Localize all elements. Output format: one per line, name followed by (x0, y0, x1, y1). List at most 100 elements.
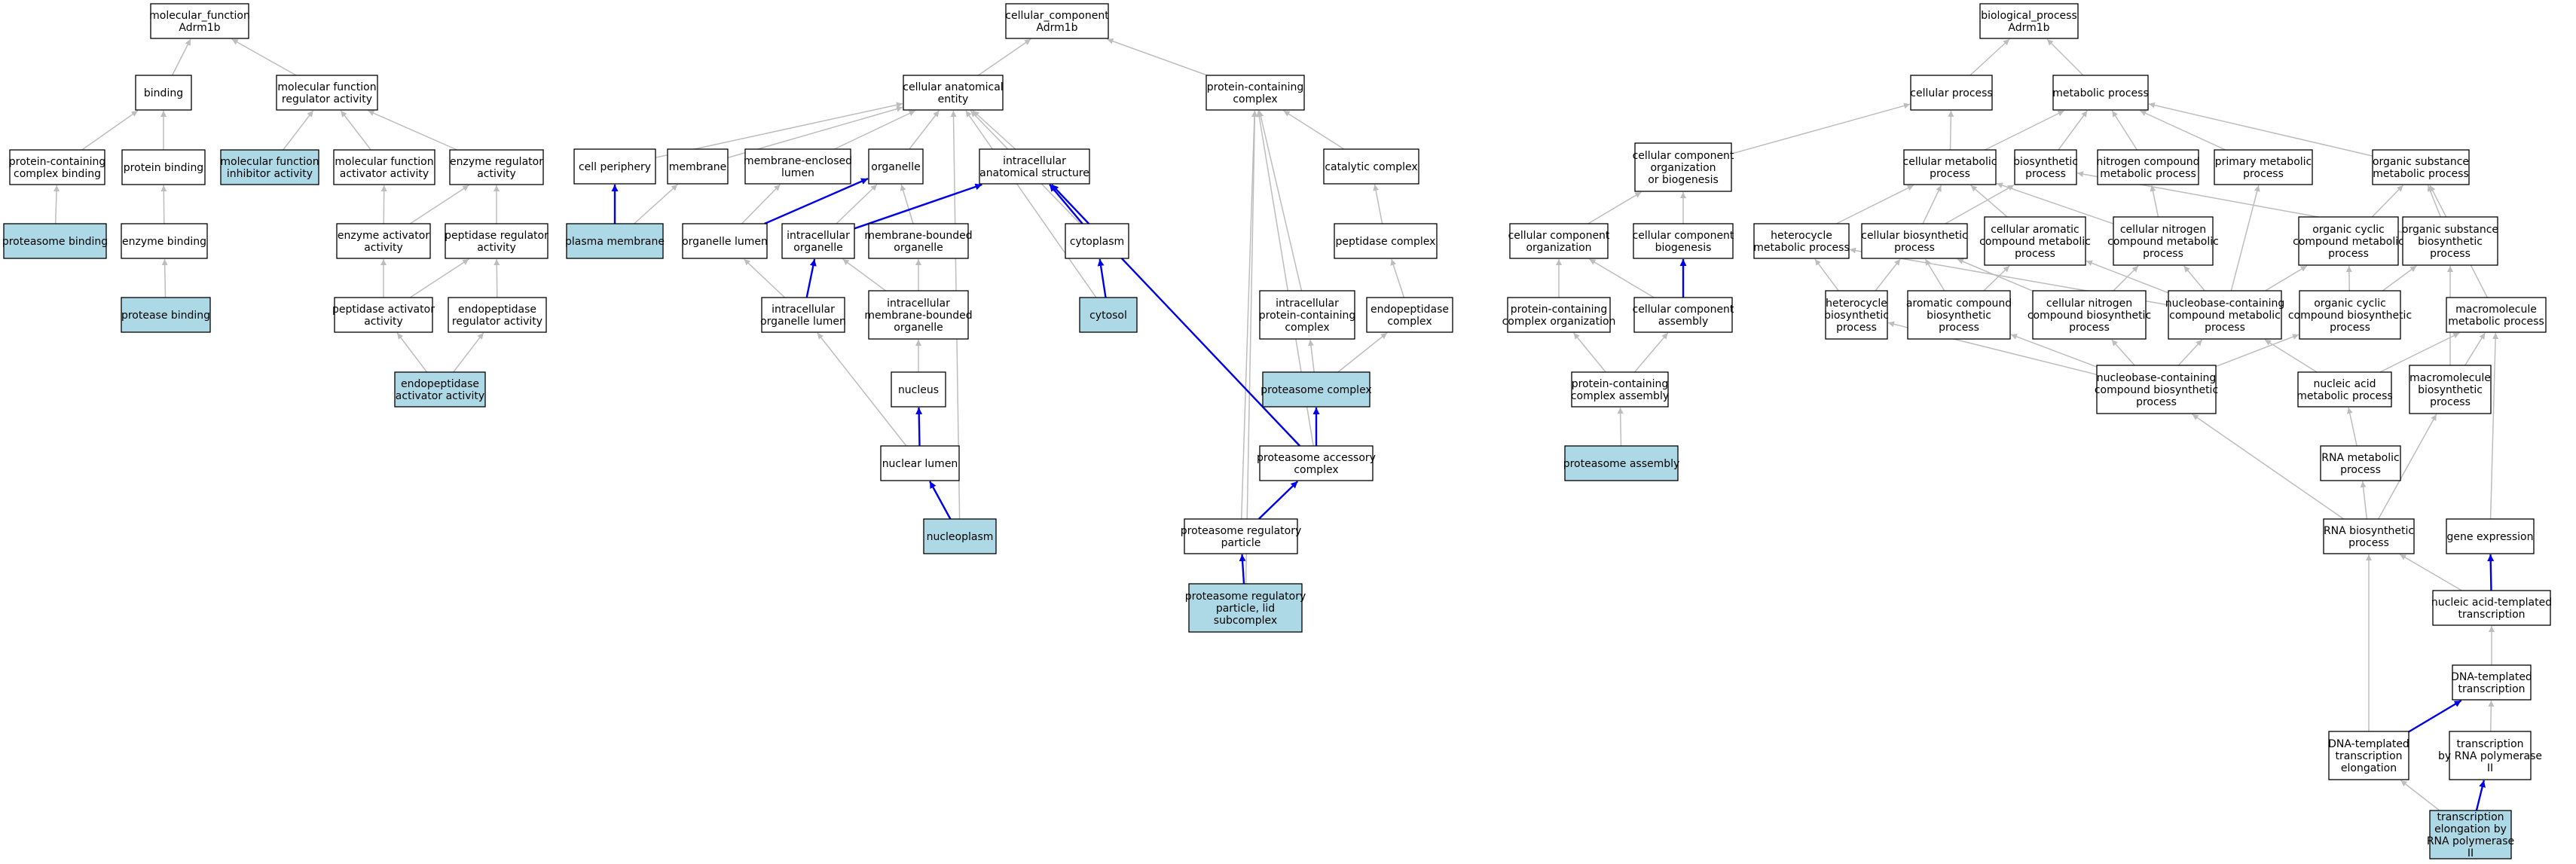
term-box (868, 223, 969, 259)
term-box (1366, 297, 1453, 333)
term-node-proteasome-complex[interactable]: proteasome complex (1260, 371, 1372, 408)
term-box (1861, 223, 1968, 259)
term-node-proteasome-binding[interactable]: proteasome binding (2, 223, 108, 259)
edge-cc_org-to-cc_org_bio (1587, 191, 1642, 224)
term-node-binding[interactable]: binding (135, 75, 192, 111)
edge-endopept_activ-to-endopept_reg (453, 332, 484, 373)
term-box (220, 149, 319, 185)
term-label-line: RNA polymerase (2427, 835, 2514, 847)
edge-org_sub_bios-to-org_sub_met (2427, 185, 2441, 218)
term-label-line: peptidase activator (332, 304, 435, 316)
edge-nucleobase_met-to-cell_nit_met (2183, 265, 2205, 292)
term-node-peptidase-complex[interactable]: peptidase complex (1334, 223, 1438, 259)
term-node-nucleoplasm[interactable]: nucleoplasm (923, 518, 997, 554)
term-node-catalytic-complex[interactable]: catalytic complex (1323, 148, 1419, 185)
term-node-protein-binding[interactable]: protein binding (121, 149, 206, 185)
term-label-line: nucleobase-containing (2165, 298, 2285, 310)
term-node-cellular-process[interactable]: cellular process (1910, 75, 1993, 111)
term-node-cytoplasm[interactable]: cytoplasm (1065, 223, 1129, 259)
edge-nuclear_lumen-to-nucleus (915, 407, 923, 447)
term-label-line: plasma membrane (565, 236, 665, 248)
term-node-organelle[interactable]: organelle (868, 148, 924, 185)
term-box (868, 290, 969, 340)
term-node-organelle-lumen[interactable]: organelle lumen (682, 223, 768, 259)
term-node-proteasome-assembly[interactable]: proteasome assembly (1563, 445, 1680, 481)
term-label-line: cell periphery (579, 161, 651, 173)
term-node-metabolic-process[interactable]: metabolic process (2052, 75, 2149, 111)
term-box (394, 371, 486, 408)
term-node-membrane[interactable]: membrane (667, 148, 729, 185)
term-node-gene-expr[interactable]: gene expression (2446, 518, 2535, 554)
term-node-cell-periphery[interactable]: cell periphery (573, 148, 656, 185)
term-node-cytosol[interactable]: cytosol (1079, 297, 1138, 333)
term-node-enzyme-binding[interactable]: enzyme binding (121, 223, 208, 259)
term-label-line: endopeptidase (401, 378, 479, 390)
edge-endopept_activ-to-pept_activ (396, 332, 428, 373)
term-node-nuclear-lumen[interactable]: nuclear lumen (880, 445, 960, 481)
term-node-protease-binding[interactable]: protease binding (121, 297, 211, 333)
term-node-nucleus[interactable]: nucleus (891, 371, 946, 408)
term-node-plasma-membrane[interactable]: plasma membrane (565, 223, 665, 259)
edge-cae-to-cc_root (977, 38, 1031, 76)
